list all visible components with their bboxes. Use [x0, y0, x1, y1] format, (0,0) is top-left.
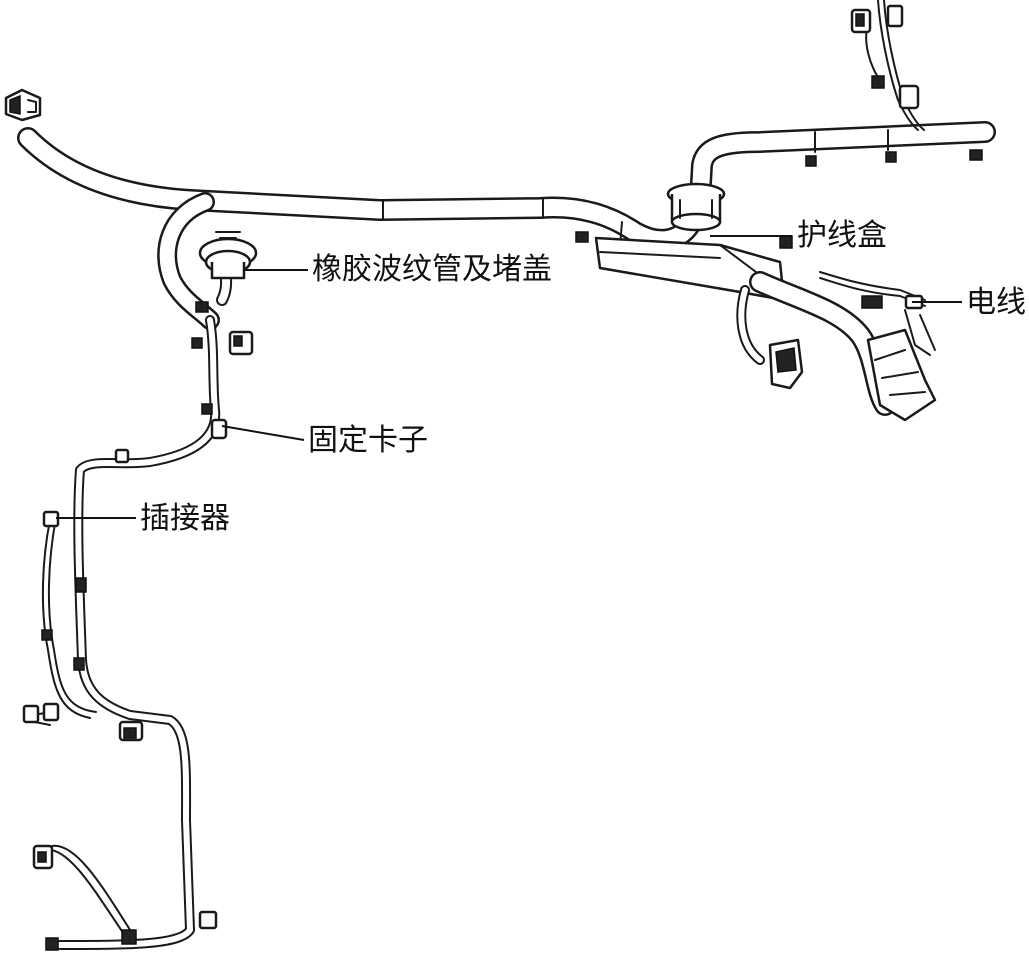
central-grommet: [666, 182, 726, 232]
label-retaining-clip: 固定卡子: [308, 423, 428, 458]
left-descending-branch: [24, 315, 221, 950]
label-connector: 插接器: [140, 501, 230, 536]
leader-lines: [56, 235, 962, 519]
protective-box-assembly: [575, 231, 793, 302]
main-harness-trunk: [17, 121, 996, 251]
left-branch-fittings: [22, 301, 254, 951]
top-left-end-connector: [4, 88, 42, 122]
left-grommet: [198, 231, 258, 280]
leader-retaining-clip: [221, 425, 305, 441]
label-corrugated-tube-and-cap: 橡胶波纹管及堵盖: [312, 252, 552, 287]
top-right-branch: [805, 0, 983, 167]
label-protective-box: 护线盒: [797, 218, 887, 253]
label-wire: 电线: [966, 285, 1026, 320]
right-connector-cluster: [768, 271, 937, 422]
